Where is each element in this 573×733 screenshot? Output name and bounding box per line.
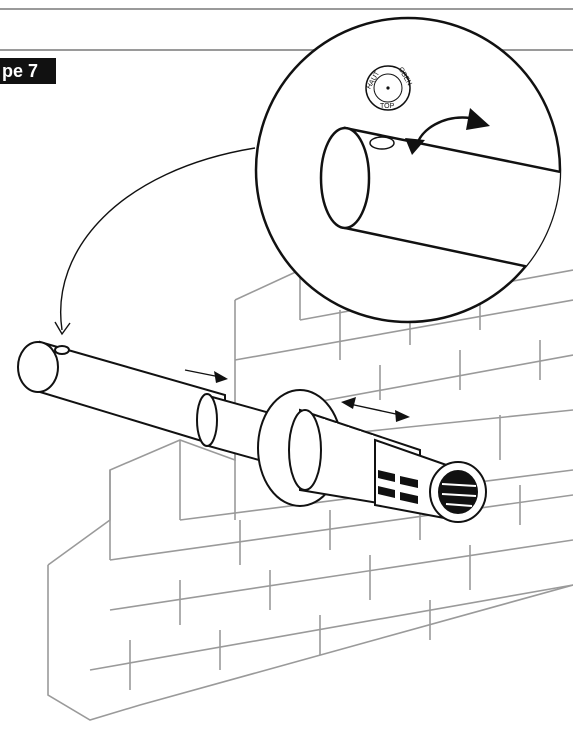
zoom-leader-arrowhead: [54, 321, 71, 336]
pipe-marker-hole: [54, 345, 70, 355]
wall-course-2: [299, 354, 573, 406]
pipe-end: [17, 341, 59, 393]
brick-wall: [47, 268, 573, 721]
step-badge: pe 7: [0, 58, 56, 84]
wall-course-7: [89, 584, 573, 671]
wall-course-6: [109, 539, 573, 611]
wall-pillar-top: [234, 268, 301, 320]
top-marker-stamp: HAUT OBEN TOP: [365, 65, 413, 111]
zoom-marker-hole: [369, 136, 395, 150]
stamp-center-dot: [386, 86, 390, 90]
wall-course-1: [234, 299, 573, 361]
terminal-grille: [438, 470, 478, 514]
movement-arrows: [184, 369, 410, 422]
detail-zoom: [254, 16, 562, 324]
wall-base-outline: [47, 565, 573, 721]
wall-left-step: [47, 430, 236, 566]
push-arrow-head: [214, 371, 228, 383]
adjust-arrow-head-left: [341, 397, 356, 409]
stamp-word-3: TOP: [380, 103, 395, 110]
adjust-arrow-head-right: [395, 410, 410, 422]
terminal-ring-front: [288, 409, 322, 491]
zoom-leader-line: [60, 147, 256, 331]
wall-course-5: [109, 494, 573, 561]
stamp-inner-ring: [373, 73, 403, 103]
zoom-pipe-end: [319, 126, 371, 230]
rotate-arrow-head-start: [405, 138, 425, 155]
pipe-sleeve-end: [196, 393, 218, 447]
rotate-arrow-head-end: [466, 108, 490, 130]
adjust-arrow-shaft: [344, 402, 406, 417]
wall-step-verticals: [109, 440, 181, 560]
terminal-vents: [378, 470, 418, 504]
terminal-grille-bars: [441, 483, 477, 507]
flue-terminal: [257, 389, 487, 523]
